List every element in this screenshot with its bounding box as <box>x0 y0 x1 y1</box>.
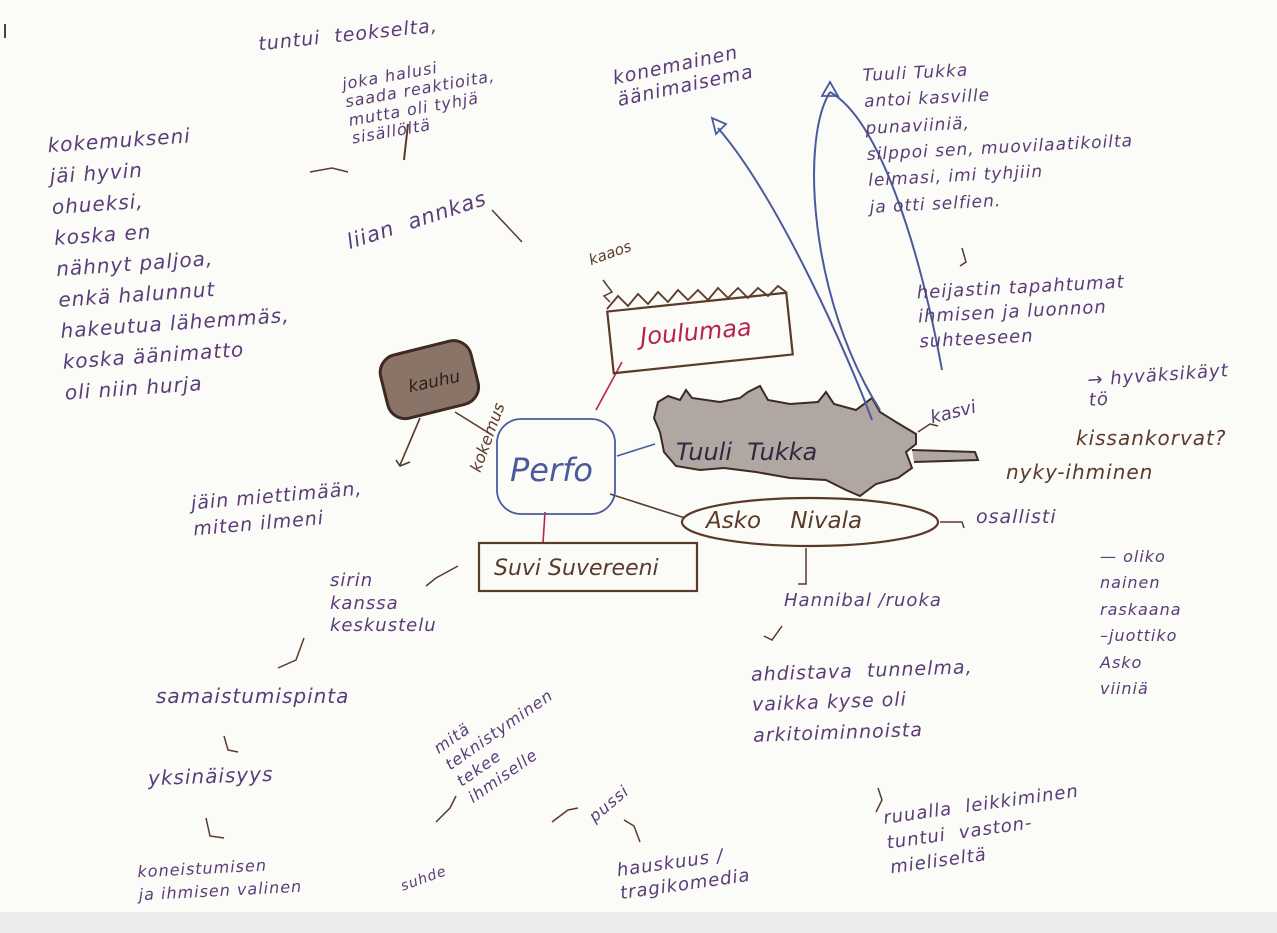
tick-yksin <box>223 735 239 753</box>
tick-samaistumis <box>277 637 305 669</box>
arrow-head-konemainen <box>710 116 728 136</box>
asko-label: Asko Nivala <box>706 508 863 534</box>
note-siri: sirin kanssa keskustelu <box>330 570 437 636</box>
tick-liian <box>491 209 523 243</box>
tuuli-label: Tuuli Tukka <box>676 438 818 466</box>
tick-kokemus <box>309 167 349 173</box>
tuuli-shape <box>652 384 917 498</box>
note-kokemukseni: kokemukseni jäi hyvin ohueksi, koska en … <box>46 123 291 405</box>
tick-ruualla <box>875 787 883 813</box>
link-asko-hannibal <box>798 548 807 585</box>
arrow-to-tuuli-desc <box>813 91 881 411</box>
note-oliko: — oliko nainen raskaana –juottiko Asko v… <box>1100 547 1182 698</box>
link-asko-osallisti <box>940 521 965 529</box>
link-perfo-suvi <box>542 511 546 544</box>
note-ahdistava: ahdistava tunnelma, vaikka kyse oli arki… <box>750 656 973 747</box>
note-yksinaisyys: yksinäisyys <box>147 761 274 791</box>
tick-mita <box>435 795 457 823</box>
link-perfo-kauhu <box>454 411 493 436</box>
link-tuuli-kasvi <box>917 423 939 433</box>
tuuli-tail <box>911 449 980 463</box>
joulumaa-box <box>606 291 794 375</box>
tick-siri <box>425 565 459 587</box>
note-kissankorvat: kissankorvat? <box>1076 426 1227 450</box>
kauhu-box <box>378 339 481 421</box>
paper-bottom-edge <box>0 912 1277 933</box>
asko-ellipse <box>680 496 940 548</box>
note-nyky-ihminen: nyky-ihminen <box>1006 460 1154 484</box>
arrow-head-tuuli-desc <box>820 80 840 97</box>
kaaos-tick <box>602 279 614 303</box>
tick-heijastin <box>959 247 967 267</box>
note-heijastin: heijastin tapahtumat ihmisen ja luonnon … <box>916 271 1126 352</box>
tick-kauhu-jain <box>395 459 411 467</box>
perfo-label: Perfo <box>510 451 593 489</box>
suvi-label: Suvi Suvereeni <box>494 556 659 581</box>
margin-mark <box>4 24 6 38</box>
tick-ahdistava <box>763 625 783 641</box>
tick-hauskuus <box>623 819 641 843</box>
suvi-box <box>477 541 699 593</box>
tick-pussi <box>551 807 579 823</box>
note-hannibal: Hannibal /ruoka <box>784 590 942 611</box>
link-kauhu-jain <box>399 417 421 466</box>
note-koneistuminen: koneistumisen ja ihmisen valinen <box>137 855 303 905</box>
joulumaa-zigzag <box>606 284 787 310</box>
link-perfo-tuuli <box>616 443 656 457</box>
note-osallisti: osallisti <box>976 506 1057 528</box>
perfo-box <box>496 418 616 515</box>
note-samaistumispinta: samaistumispinta <box>156 684 350 708</box>
link-perfo-asko <box>609 493 686 519</box>
arrow-from-tuuli-desc <box>829 91 943 371</box>
arrow-to-konemainen <box>717 127 873 421</box>
link-perfo-joulumaa <box>595 361 623 411</box>
tick-koneist <box>205 817 225 839</box>
tick-liian-up <box>403 123 409 161</box>
note-tuuli-desc: Tuuli Tukka antoi kasville punaviiniä, s… <box>862 60 1134 218</box>
